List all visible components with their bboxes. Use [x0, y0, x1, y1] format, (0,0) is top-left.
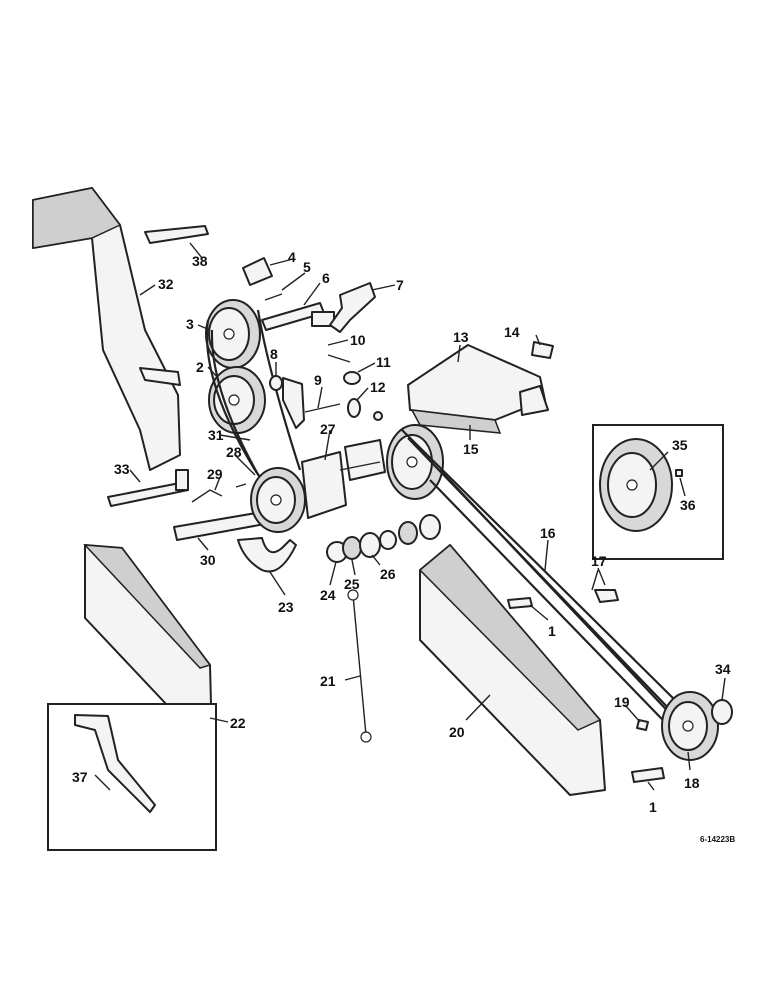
frame-tray — [407, 344, 549, 434]
hub — [711, 699, 733, 725]
lower-pulley — [250, 467, 306, 533]
shaft — [173, 511, 266, 541]
inset-pulley-box — [592, 424, 724, 560]
callout-19: 19 — [614, 694, 630, 710]
callout-31: 31 — [208, 427, 224, 443]
plate — [242, 257, 273, 286]
callout-34: 34 — [715, 661, 731, 677]
adjusting-rod — [347, 589, 372, 743]
callout-17: 17 — [591, 553, 607, 569]
belt-guide — [237, 537, 297, 573]
pin — [636, 719, 649, 731]
callout-5: 5 — [303, 259, 311, 275]
callout-2: 2 — [196, 359, 204, 375]
callout-25: 25 — [344, 576, 360, 592]
callout-7: 7 — [396, 277, 404, 293]
callout-13: 13 — [453, 329, 469, 345]
key — [191, 489, 223, 503]
callout-28: 28 — [226, 444, 242, 460]
callout-20: 20 — [449, 724, 465, 740]
belt-shield-lower-right — [418, 543, 606, 796]
idler-rod — [304, 403, 341, 413]
callout-29: 29 — [207, 466, 223, 482]
drawing-code: 6-14223B — [700, 835, 735, 844]
callout-10: 10 — [350, 332, 366, 348]
callout-24: 24 — [320, 587, 336, 603]
callout-11: 11 — [376, 354, 391, 370]
lower-right-pulley — [661, 691, 719, 761]
callout-37: 37 — [72, 769, 88, 785]
shield-bracket — [144, 225, 209, 244]
plate-assembly — [301, 439, 386, 519]
drive-belt — [401, 429, 681, 706]
callout-32: 32 — [158, 276, 174, 292]
callout-15: 15 — [463, 441, 479, 457]
collar — [269, 375, 283, 391]
callout-35: 35 — [672, 437, 688, 453]
callout-6: 6 — [322, 270, 330, 286]
idler-bracket — [282, 377, 305, 429]
callout-9: 9 — [314, 372, 322, 388]
callout-16: 16 — [540, 525, 556, 541]
bolt-assembly — [343, 371, 383, 421]
leader-lines — [94, 242, 726, 791]
callout-12: 12 — [370, 379, 386, 395]
callout-38: 38 — [192, 253, 208, 269]
small-plate — [531, 341, 554, 359]
belt-shield-upper — [32, 187, 181, 471]
callout-36: 36 — [680, 497, 696, 513]
bearing-set — [326, 514, 441, 563]
callout-30: 30 — [200, 552, 216, 568]
bracket-1-upper — [507, 597, 533, 609]
callout-23: 23 — [278, 599, 294, 615]
callout-1a: 1 — [548, 623, 556, 639]
callout-8: 8 — [270, 346, 278, 362]
callout-27: 27 — [320, 421, 336, 437]
callout-1b: 1 — [649, 799, 657, 815]
callout-26: 26 — [380, 566, 396, 582]
inset-detail-box — [47, 703, 217, 851]
support-bracket — [107, 469, 189, 507]
callout-4: 4 — [288, 249, 296, 265]
callout-labels: 1 1 2 3 4 5 6 7 8 9 10 11 12 13 14 15 16… — [72, 249, 735, 844]
callout-3: 3 — [186, 316, 194, 332]
callout-14: 14 — [504, 324, 520, 340]
bracket-1-lower — [631, 767, 665, 783]
callout-33: 33 — [114, 461, 130, 477]
callout-18: 18 — [684, 775, 700, 791]
bracket-17 — [594, 589, 619, 603]
callout-21: 21 — [320, 673, 336, 689]
callout-22: 22 — [230, 715, 246, 731]
idler-arm — [329, 282, 376, 333]
